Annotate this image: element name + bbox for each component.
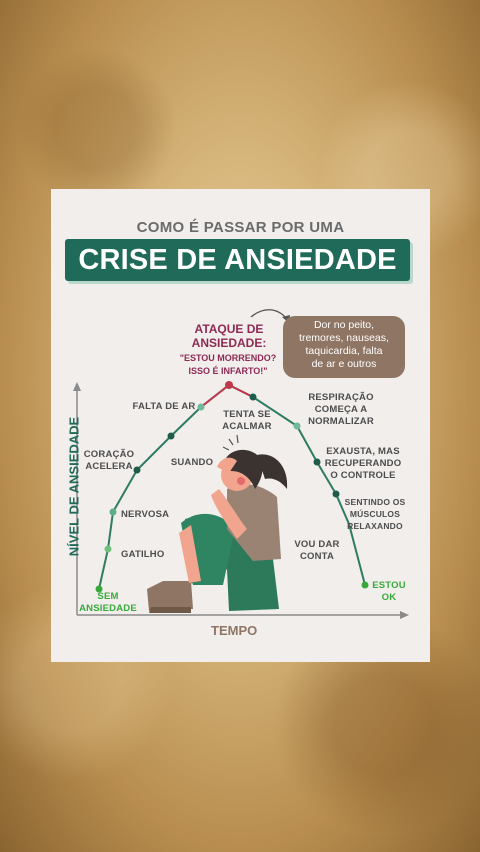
label-exausta: EXAUSTA, MAS RECUPERANDO O CONTROLE	[321, 446, 405, 482]
label-falta-de-ar: FALTA DE AR	[132, 401, 196, 412]
symptoms-line2: tremores, nauseas,	[299, 332, 389, 344]
label-vou-line2: CONTA	[299, 551, 335, 562]
label-exausta-line1: EXAUSTA, MAS	[326, 446, 400, 457]
label-coracao-line1: CORAÇÃO	[83, 449, 135, 460]
label-sentindo-line1: SENTINDO OS	[344, 497, 406, 507]
label-coracao: CORAÇÃO ACELERA	[81, 449, 137, 473]
label-exausta-line2: RECUPERANDO	[324, 458, 402, 469]
label-ok-line1: ESTOU	[372, 580, 406, 591]
label-respiracao: RESPIRAÇÃO COMEÇA A NORMALIZAR	[302, 392, 380, 428]
label-suando: SUANDO	[170, 457, 214, 468]
symptoms-line1: Dor no peito,	[313, 319, 375, 331]
y-axis-label: NÍVEL DE ANSIEDADE	[66, 416, 82, 557]
label-tenta-acalmar: TENTA SE ACALMAR	[219, 409, 275, 433]
symptoms-line4: de ar e outros	[311, 358, 377, 370]
node-coracao	[133, 466, 141, 474]
node-nervosa	[109, 508, 117, 516]
node-sem-ansiedade	[95, 585, 103, 593]
peak-quote: "ESTOU MORRENDO? ISSO É INFARTO!"	[175, 352, 281, 378]
x-axis-label: TEMPO	[211, 623, 258, 638]
label-estou-ok: ESTOU OK	[369, 580, 409, 604]
symptoms-bubble: Dor no peito, tremores, nauseas, taquica…	[283, 316, 405, 378]
infographic-card: COMO É PASSAR POR UMA CRISE DE ANSIEDADE	[51, 189, 430, 662]
curved-arrow	[250, 309, 288, 320]
label-sentindo: SENTINDO OS MÚSCULOS RELAXANDO	[339, 496, 411, 532]
node-exausta	[313, 458, 321, 466]
node-tenta-acalmar	[249, 393, 257, 401]
anxiety-curve-diagram	[73, 309, 409, 619]
peak-title-line2: ANSIEDADE:	[191, 336, 267, 350]
label-gatilho: GATILHO	[121, 549, 165, 560]
label-sem-line2: ANSIEDADE	[79, 603, 137, 614]
label-resp-line1: RESPIRAÇÃO	[308, 392, 374, 403]
peak-quote-line2: ISSO É INFARTO!"	[188, 366, 268, 376]
node-gatilho	[104, 545, 112, 553]
title-banner: CRISE DE ANSIEDADE	[65, 239, 410, 281]
node-falta-ar	[197, 403, 205, 411]
label-sem-line1: SEM	[97, 591, 119, 602]
label-tenta-line1: TENTA SE	[223, 409, 271, 420]
peak-title: ATAQUE DE ANSIEDADE:	[189, 322, 269, 350]
node-suando	[167, 432, 175, 440]
symptoms-line3: taquicardia, falta	[305, 345, 383, 357]
peak-quote-line1: "ESTOU MORRENDO?	[179, 353, 277, 363]
node-estou-ok	[361, 581, 369, 589]
label-vou-line1: VOU DAR	[294, 539, 340, 550]
x-axis-arrow	[400, 611, 409, 619]
node-sentindo	[332, 490, 340, 498]
label-resp-line3: NORMALIZAR	[308, 416, 374, 427]
label-resp-line2: COMEÇA A	[314, 404, 368, 415]
label-ok-line2: OK	[381, 592, 397, 603]
subtitle: COMO É PASSAR POR UMA	[136, 219, 345, 236]
node-peak	[225, 381, 233, 389]
node-respiracao	[293, 422, 301, 430]
label-vou-dar-conta: VOU DAR CONTA	[287, 539, 347, 563]
label-sem-ansiedade: SEM ANSIEDADE	[75, 591, 141, 615]
label-tenta-line2: ACALMAR	[222, 421, 272, 432]
sitting-woman-illustration	[147, 449, 288, 613]
label-nervosa: NERVOSA	[121, 509, 170, 520]
label-exausta-line3: O CONTROLE	[330, 470, 396, 481]
label-coracao-line2: ACELERA	[85, 461, 133, 472]
y-axis-arrow	[73, 382, 81, 391]
peak-title-line1: ATAQUE DE	[194, 322, 264, 336]
label-sentindo-line2: MÚSCULOS	[349, 509, 401, 519]
stress-lines	[222, 434, 239, 451]
label-sentindo-line3: RELAXANDO	[347, 521, 403, 531]
